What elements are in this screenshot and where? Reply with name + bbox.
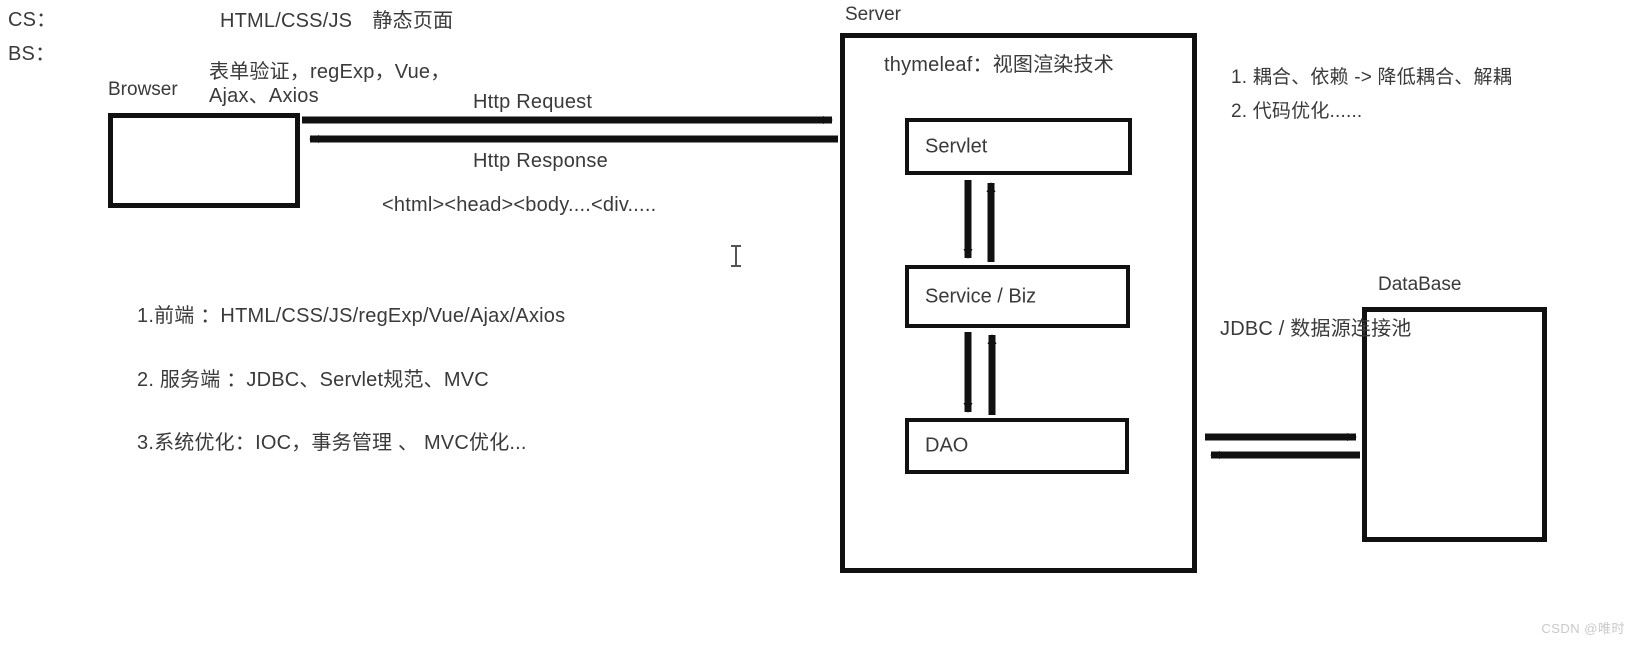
label-bs: BS： [8, 43, 56, 65]
watermark: CSDN @唯时 [1541, 621, 1625, 636]
browser-label: Browser [108, 79, 178, 100]
dao-label: DAO [925, 434, 969, 457]
servlet-label: Servlet [925, 135, 988, 157]
frontend-note-line-3: Ajax、Axios [209, 85, 319, 107]
right-note-1: 1. 耦合、依赖 -> 降低耦合、解耦 [1231, 67, 1512, 88]
database-label: DataBase [1378, 274, 1462, 295]
thymeleaf-note: thymeleaf：视图渲染技术 [884, 54, 1114, 76]
right-note-2: 2. 代码优化...... [1231, 101, 1363, 122]
summary-item-2: 2. 服务端 ：JDBC、Servlet规范、MVC [137, 369, 489, 391]
frontend-note-line-2: 表单验证，regExp，Vue， [209, 61, 451, 83]
database-box [1362, 307, 1547, 542]
label-cs: CS： [8, 9, 57, 31]
http-request-label: Http Request [473, 91, 593, 113]
service-label: Service / Biz [925, 285, 1037, 307]
dao-box: DAO [905, 418, 1129, 474]
text-cursor-icon [731, 245, 741, 267]
http-response-label: Http Response [473, 150, 608, 172]
summary-item-1: 1.前端 ：HTML/CSS/JS/regExp/Vue/Ajax/Axios [137, 305, 566, 327]
service-box: Service / Biz [905, 265, 1130, 328]
summary-item-3: 3.系统优化：IOC，事务管理 、 MVC优化... [137, 432, 527, 454]
html-sample-text: <html><head><body....<div..... [382, 194, 657, 216]
browser-box [108, 113, 300, 208]
jdbc-note: JDBC / 数据源连接池 [1220, 318, 1412, 340]
frontend-note-line-1: HTML/CSS/JS 静态页面 [220, 10, 454, 32]
servlet-box: Servlet [905, 118, 1132, 175]
server-label: Server [845, 4, 901, 25]
